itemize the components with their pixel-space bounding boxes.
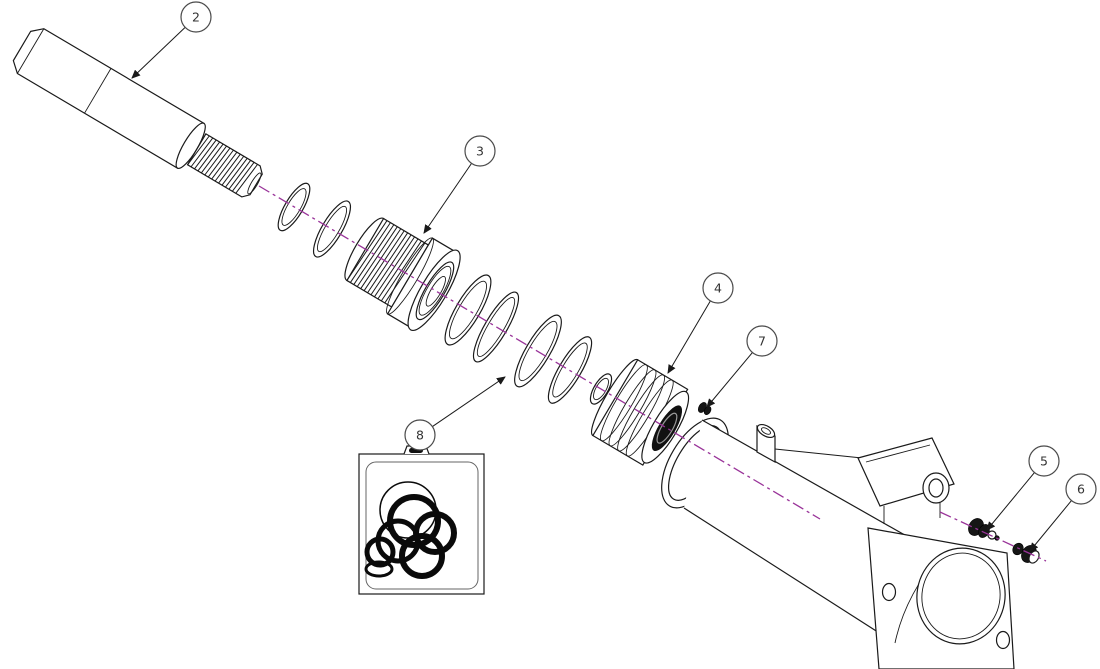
grease-fitting [968,518,1000,541]
callout-balloon [702,272,734,304]
callout-balloon [464,135,496,167]
leader-line-8 [432,376,506,427]
callout-4: 4 [702,272,734,304]
hex-plug [1012,542,1040,564]
callout-number: 8 [416,428,424,443]
callout-balloon [746,325,778,357]
leader-line-5 [986,472,1035,531]
bolt-hole-2 [995,630,1011,650]
callout-7: 7 [746,325,778,357]
callout-balloon [404,419,436,451]
drawing-layer [12,28,1040,669]
callout-number: 3 [476,144,484,159]
callout-2: 2 [180,1,212,33]
leader-line-3 [423,163,472,234]
callout-number: 6 [1077,482,1085,497]
callout-balloon [180,1,212,33]
leader-line-4 [667,300,711,374]
callout-8: 8 [404,419,436,451]
rod-backup-ring [312,200,352,258]
leader-line-7 [706,352,753,408]
assembly-centerline [939,511,1047,562]
callout-number: 7 [758,334,766,349]
kit-o-rings [364,481,457,579]
callout-number: 5 [1040,454,1048,469]
seal-kit-box [358,445,485,595]
callout-number: 2 [192,10,200,25]
piston-rod [12,28,263,198]
port-boss [756,423,776,464]
cylinder-body [661,417,1015,669]
callout-layer: 2 3 4 7 8 5 6 [131,1,1097,552]
assembly-centerline [258,185,821,520]
leader-line-6 [1029,500,1072,552]
barrel-bottom-edge [683,507,896,644]
bolt-hole-1 [881,582,897,602]
cylinder-bore [916,547,1006,645]
callout-3: 3 [464,135,496,167]
barrel-top-edge [701,419,941,556]
mounting-bracket [857,437,955,524]
rod-threads [187,135,258,194]
piston-bore [651,405,683,451]
callout-5: 5 [1028,445,1060,477]
callout-balloon [1028,445,1060,477]
seal-ring-2 [472,291,520,363]
centerline-layer [258,185,1047,562]
callout-6: 6 [1065,473,1097,505]
leader-line-2 [131,26,186,79]
callout-balloon [1065,473,1097,505]
callout-number: 4 [714,281,722,296]
